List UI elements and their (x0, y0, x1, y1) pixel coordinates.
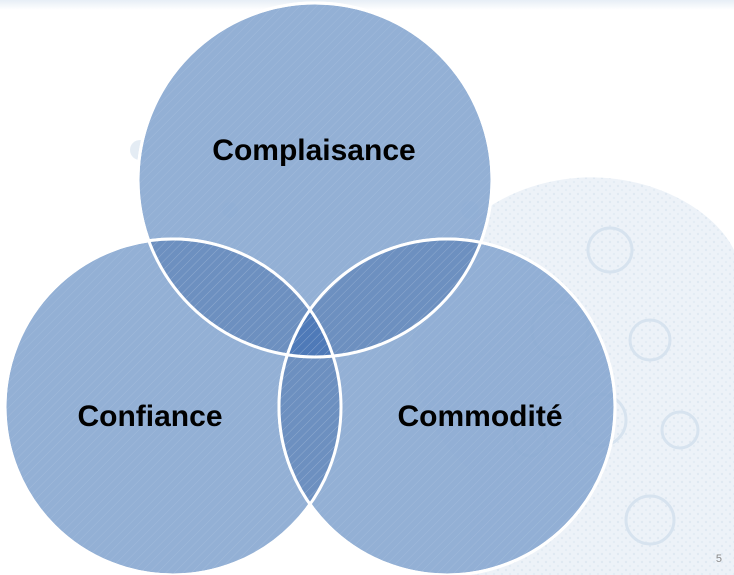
venn-texture (5, 3, 615, 575)
label-complaisance: Complaisance (212, 134, 415, 167)
label-commodite: Commodité (398, 400, 563, 433)
top-band (0, 0, 734, 10)
venn-outlines (3, 1, 617, 575)
page-number: 5 (715, 553, 722, 565)
label-confiance: Confiance (77, 400, 222, 433)
